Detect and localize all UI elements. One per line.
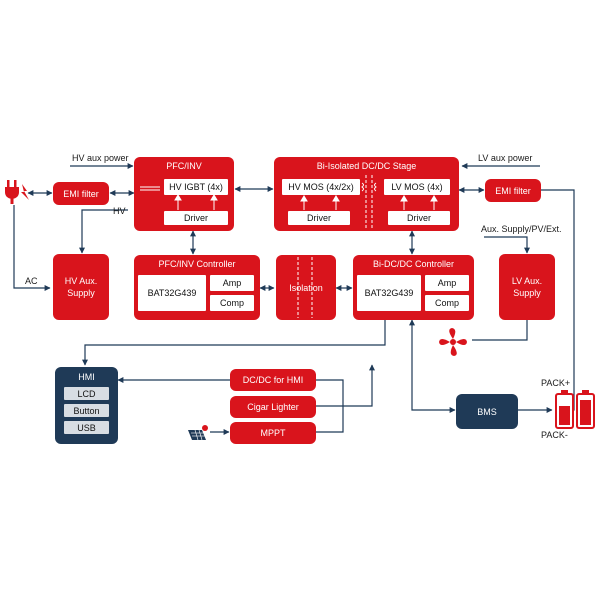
pfc-controller-block: PFC/INV Controller BAT32G439 Amp Comp [134,255,260,320]
emi-filter-right: EMI filter [485,179,541,202]
pfc-controller-comp: Comp [210,295,254,311]
bi-driver-left-box: Driver [288,211,350,225]
lv-aux-supply-block: LV Aux. Supply [499,254,555,320]
hmi-title: HMI [78,372,95,382]
pfc-inv-title: PFC/INV [166,161,202,171]
bidc-controller-comp: Comp [425,295,469,311]
igbt-symbol-icon [140,186,160,191]
bi-isolated-title: Bi-Isolated DC/DC Stage [316,161,417,171]
hv-aux-supply-line1: HV Aux. [64,276,98,286]
cigar-lighter-label: Cigar Lighter [247,402,299,412]
hv-mos-box: HV MOS (4x/2x) [282,179,360,195]
pfc-controller-title: PFC/INV Controller [158,259,236,269]
cigar-lighter-block: Cigar Lighter [230,396,316,418]
bms-label: BMS [477,406,497,417]
lv-aux-supply-text: LV Aux. Supply [499,254,555,320]
dcdc-hmi-block: DC/DC for HMI [230,369,316,391]
isolation-label: Isolation [289,282,323,293]
ac-label: AC [25,276,38,286]
dcdc-hmi-label: DC/DC for HMI [242,375,304,385]
lv-aux-supply-line2: Supply [513,288,541,298]
mppt-label: MPPT [260,428,286,438]
bidc-controller-chip: BAT32G439 [357,275,421,311]
hv-label: HV [113,206,126,216]
aux-supply-label: Aux. Supply/PV/Ext. [481,224,562,234]
battery-icon [555,390,595,429]
hmi-block: HMI LCD Button USB [55,367,118,444]
hv-aux-supply-block: HV Aux. Supply [53,254,109,320]
pack-plus-label: PACK+ [541,378,571,388]
emi-filter-right-label: EMI filter [495,185,531,196]
pack-minus-label: PACK- [541,430,568,440]
hmi-usb: USB [64,421,109,434]
mppt-block: MPPT [230,422,316,444]
isolation-block: Isolation [276,255,336,320]
bms-block: BMS [456,394,518,429]
bidc-controller-amp: Amp [425,275,469,291]
pfc-inv-block: PFC/INV HV IGBT (4x) Driver [134,157,234,231]
transformer-symbol-icon [300,175,438,229]
bi-driver-right-box: Driver [388,211,450,225]
emi-filter-left: EMI filter [53,182,109,205]
pfc-controller-chip: BAT32G439 [138,275,206,311]
emi-filter-left-label: EMI filter [63,188,99,199]
fan-icon [439,328,467,356]
isolation-dash-lines [297,257,313,318]
pfc-controller-amp: Amp [210,275,254,291]
bi-isolated-block: Bi-Isolated DC/DC Stage HV MOS (4x/2x) L… [274,157,459,231]
hv-aux-power-label: HV aux power [72,153,129,163]
power-plug-icon [5,180,29,204]
solar-panel-icon [188,425,208,441]
pfc-driver-arrows [174,194,218,210]
lv-aux-supply-line1: LV Aux. [511,276,543,286]
hmi-button: Button [64,404,109,417]
bidc-controller-block: Bi-DC/DC Controller BAT32G439 Amp Comp [353,255,474,320]
pfc-driver-box: Driver [164,211,228,225]
bidc-controller-title: Bi-DC/DC Controller [372,259,454,269]
hv-igbt-box: HV IGBT (4x) [164,179,228,195]
lv-mos-box: LV MOS (4x) [384,179,450,195]
hv-aux-supply-text: HV Aux. Supply [53,254,109,320]
hv-aux-supply-line2: Supply [67,288,95,298]
lv-aux-power-label: LV aux power [478,153,533,163]
hmi-lcd: LCD [64,387,109,400]
